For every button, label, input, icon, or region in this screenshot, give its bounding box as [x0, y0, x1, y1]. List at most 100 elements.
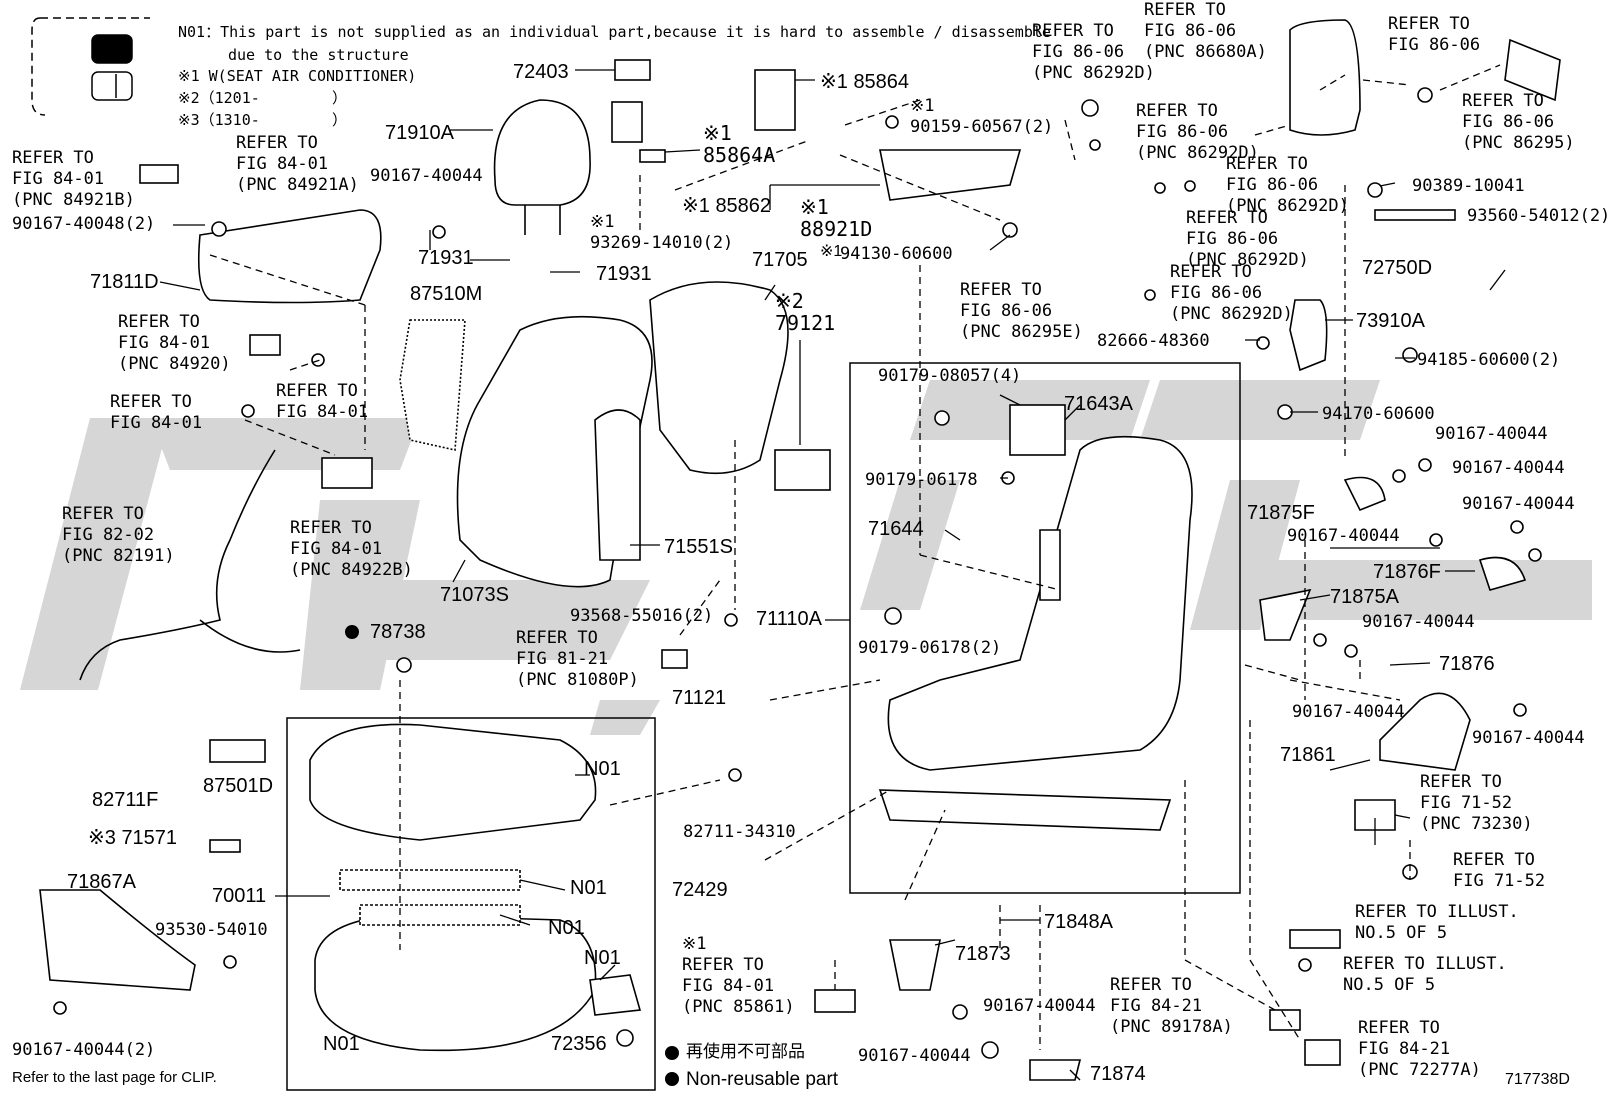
ref-illust-1[interactable]: REFER TO ILLUST. NO.5 OF 5 — [1355, 902, 1519, 943]
part-n01-5: N01 — [323, 1033, 360, 1055]
ref-86295e[interactable]: REFER TO FIG 86-06 (PNC 86295E) — [960, 280, 1083, 342]
part-71931-b: 71931 — [596, 263, 652, 285]
legend-outline-icon — [91, 71, 133, 101]
part-93568: 93568-55016(2) — [570, 606, 714, 626]
part-94130-note: ※1 — [820, 243, 843, 260]
ref-73230[interactable]: REFER TO FIG 71-52 (PNC 73230) — [1420, 772, 1533, 834]
bracket-71643a — [1009, 404, 1066, 456]
part-71073s: 71073S — [440, 584, 509, 606]
legend-box — [31, 17, 150, 116]
ref-8401-b[interactable]: REFER TO FIG 84-01 — [276, 381, 369, 422]
part-90167-40044-b: 90167-40044 — [983, 996, 1096, 1016]
rod-72750d — [1374, 209, 1456, 221]
clip-85864 — [754, 69, 796, 131]
ref-85861[interactable]: ※1 REFER TO FIG 84-01 (PNC 85861) — [682, 934, 795, 1017]
note-n01-cont: due to the structure — [228, 46, 409, 64]
watermark-logo — [20, 380, 1592, 735]
part-90179-06178-2: 90179-06178(2) — [858, 638, 1002, 658]
armrest-71861 — [1379, 692, 1471, 771]
part-93560: 93560-54012(2) — [1467, 206, 1610, 226]
heater-85862 — [879, 149, 1022, 201]
part-71643a: 71643A — [1064, 393, 1133, 415]
wire-harness — [79, 449, 276, 681]
connector-84921b — [139, 164, 179, 184]
part-93530: 93530-54010 — [155, 920, 268, 940]
detail-boxes — [286, 362, 1241, 1091]
ref-89178a[interactable]: REFER TO FIG 84-21 (PNC 89178A) — [1110, 975, 1233, 1037]
part-71873: 71873 — [955, 943, 1011, 965]
part-71551s: 71551S — [664, 536, 733, 558]
seat-frame — [887, 435, 1193, 771]
part-71874: 71874 — [1090, 1063, 1146, 1085]
connector-84920 — [249, 334, 281, 356]
part-n01-2: N01 — [570, 877, 607, 899]
bracket-89178a — [1269, 1009, 1301, 1031]
ref-86292d-b[interactable]: REFER TO FIG 86-06 (PNC 86292D) — [1136, 101, 1259, 163]
part-90167-r7: 90167-40044 — [1472, 728, 1585, 748]
part-71705: 71705 — [752, 249, 808, 271]
footer-clip-note: Refer to the last page for CLIP. — [12, 1069, 217, 1086]
part-73910a: 73910A — [1356, 310, 1425, 332]
part-82666: 82666-48360 — [1097, 331, 1210, 351]
part-90167-r2: 90167-40044 — [1452, 458, 1565, 478]
motor-85864a — [611, 101, 643, 143]
nonreusable-dot-en — [665, 1072, 679, 1086]
ref-81080p[interactable]: REFER TO FIG 81-21 (PNC 81080P) — [516, 628, 639, 690]
ref-72277a[interactable]: REFER TO FIG 84-21 (PNC 72277A) — [1358, 1018, 1481, 1080]
belt-buckle — [1354, 799, 1396, 831]
ref-84921a[interactable]: REFER TO FIG 84-01 (PNC 84921A) — [236, 133, 359, 195]
ref-86680a[interactable]: REFER TO FIG 86-06 (PNC 86680A) — [1144, 0, 1267, 62]
part-90159: ※1 90159-60567(2) — [910, 96, 1054, 137]
part-90389: 90389-10041 — [1412, 176, 1525, 196]
ref-illust-2[interactable]: REFER TO ILLUST. NO.5 OF 5 — [1343, 954, 1507, 995]
dashed-lines — [209, 64, 1501, 1050]
ref-84922b[interactable]: REFER TO FIG 84-01 (PNC 84922B) — [290, 518, 413, 580]
note-k3: ※3（1310- ） — [178, 111, 347, 129]
label-71571 — [209, 839, 241, 853]
side-cover-71867a — [39, 889, 196, 991]
part-72750d: 72750D — [1362, 257, 1433, 279]
part-90167-40044-a: 90167-40044 — [370, 166, 483, 186]
ref-86292d-d[interactable]: REFER TO FIG 86-06 (PNC 86292D) — [1186, 208, 1309, 270]
ref-86295[interactable]: REFER TO FIG 86-06 (PNC 86295) — [1462, 91, 1575, 153]
back-board-86295 — [1504, 38, 1561, 102]
cover-71551s — [594, 409, 641, 561]
footer-nonreusable-label: Non-reusable part — [686, 1069, 839, 1090]
cushion-cover — [309, 723, 597, 841]
connector-81080p — [661, 649, 688, 669]
ref-86292d-c[interactable]: REFER TO FIG 86-06 (PNC 86292D) — [1226, 154, 1349, 216]
ref-82191[interactable]: REFER TO FIG 82-02 (PNC 82191) — [62, 504, 175, 566]
part-78738: 78738 — [370, 621, 426, 643]
headrest-shape — [493, 99, 591, 206]
part-85862: ※1 85862 — [682, 195, 772, 217]
back-board-86680a — [1289, 19, 1361, 136]
ref-8606[interactable]: REFER TO FIG 86-06 — [1388, 14, 1481, 55]
clip-illust1 — [1289, 929, 1341, 949]
part-94185: 94185-60600(2) — [1417, 350, 1561, 370]
ref-84920[interactable]: REFER TO FIG 84-01 (PNC 84920) — [118, 312, 231, 374]
part-71876: 71876 — [1439, 653, 1495, 675]
ref-86292d-e[interactable]: REFER TO FIG 86-06 (PNC 86292D) — [1170, 262, 1293, 324]
figure-code: 717738D — [1505, 1071, 1570, 1088]
ref-8401-a[interactable]: REFER TO FIG 84-01 — [110, 392, 203, 433]
part-85864a: ※1 85864A — [703, 121, 776, 167]
part-71644: 71644 — [868, 518, 924, 540]
part-71861: 71861 — [1280, 744, 1336, 766]
shield-71875f — [1343, 476, 1386, 512]
ref-86292d-a[interactable]: REFER TO FIG 86-06 (PNC 86292D) — [1032, 21, 1155, 83]
ref-84921b[interactable]: REFER TO FIG 84-01 (PNC 84921B) — [12, 148, 135, 210]
note-n01: N01：This part is not supplied as an indi… — [178, 23, 1051, 41]
leader-lines — [159, 69, 1506, 1081]
ref-7152[interactable]: REFER TO FIG 71-52 — [1453, 850, 1546, 891]
part-71931-a: 71931 — [418, 247, 474, 269]
part-90167-r6: 90167-40044 — [1292, 702, 1405, 722]
part-90167-r5: 90167-40044 — [1362, 612, 1475, 632]
bracket-93269 — [639, 149, 666, 163]
part-87501d: 87501D — [203, 775, 274, 797]
nonreusable-dot-jp — [665, 1046, 679, 1060]
part-n01-4: N01 — [584, 947, 621, 969]
part-90167-40044-2: 90167-40044(2) — [12, 1040, 156, 1060]
part-71110a: 71110A — [756, 608, 822, 630]
sensor-87501d — [209, 739, 266, 763]
part-71848a: 71848A — [1044, 911, 1113, 933]
